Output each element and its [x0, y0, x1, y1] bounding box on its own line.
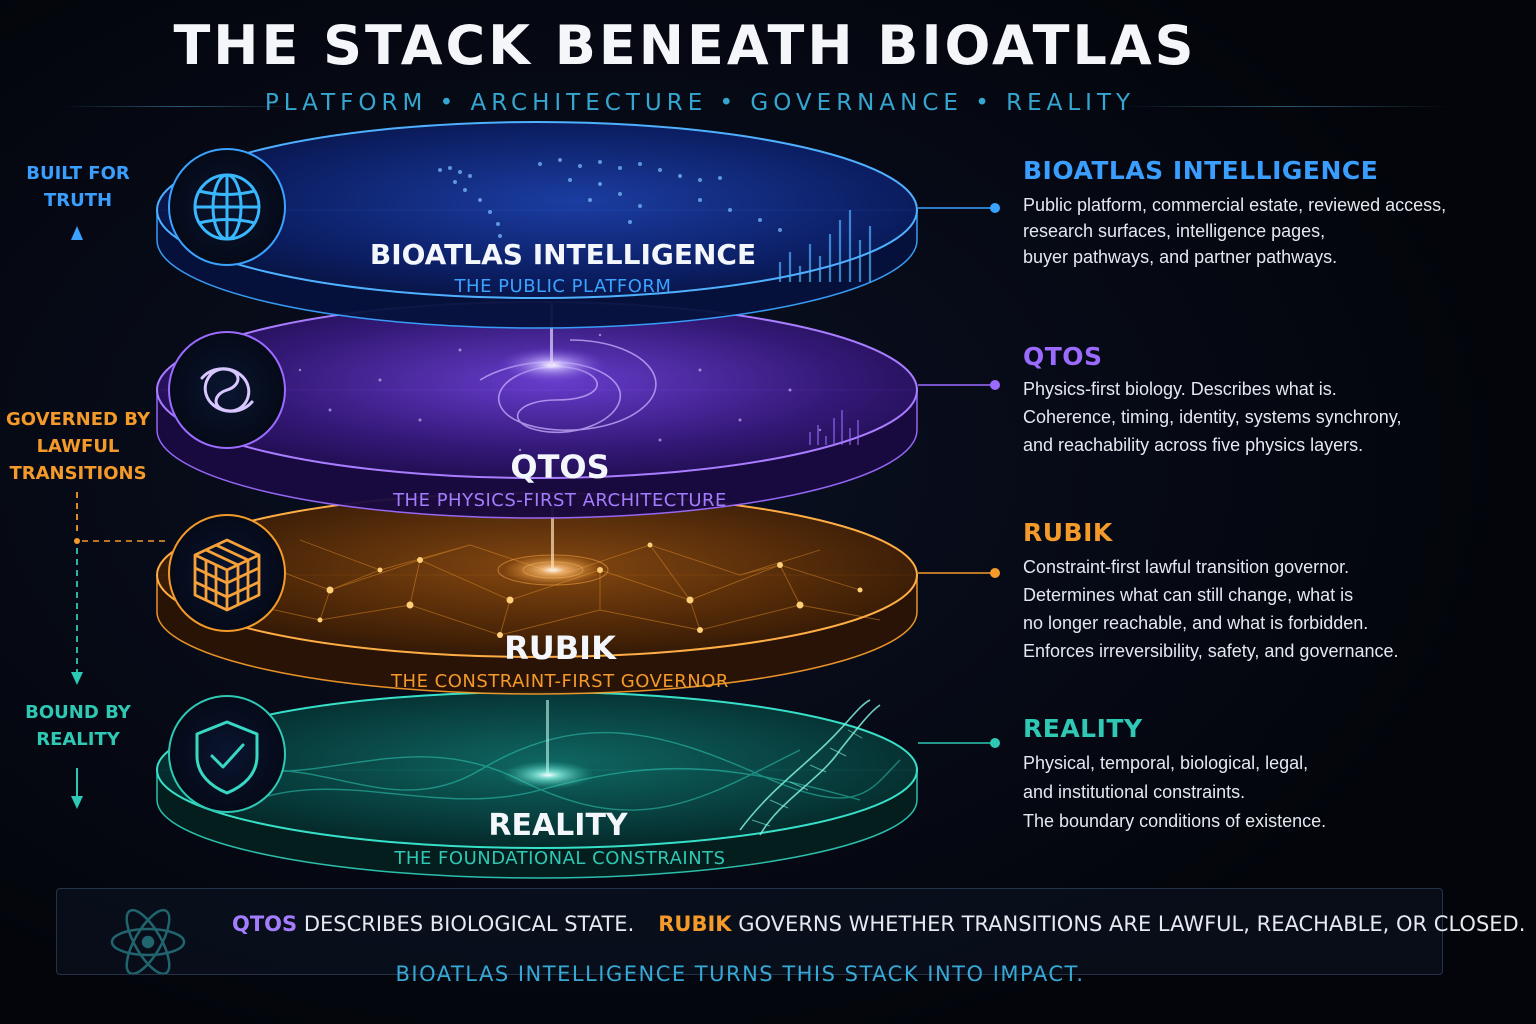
desc-title-rubik: RUBIK: [1023, 518, 1113, 547]
desc-title-qtos: QTOS: [1023, 342, 1103, 371]
desc-line: and institutional constraints.: [1023, 782, 1245, 803]
page-subtitle: PLATFORM • ARCHITECTURE • GOVERNANCE • R…: [0, 90, 1400, 116]
desc-line: Physical, temporal, biological, legal,: [1023, 753, 1308, 774]
desc-line: no longer reachable, and what is forbidd…: [1023, 613, 1368, 634]
layer-name-bioatlas: BIOATLAS INTELLIGENCE: [363, 238, 763, 271]
footer-qtos: QTOS: [232, 912, 297, 936]
desc-line: The boundary conditions of existence.: [1023, 811, 1326, 832]
footer-rubik-rest: GOVERNS WHETHER TRANSITIONS ARE LAWFUL, …: [732, 912, 1526, 936]
desc-line: Coherence, timing, identity, systems syn…: [1023, 407, 1401, 428]
desc-line: Constraint-first lawful transition gover…: [1023, 557, 1349, 578]
cube-icon: [195, 540, 259, 610]
desc-title-bioatlas: BIOATLAS INTELLIGENCE: [1023, 156, 1378, 185]
globe-icon: [195, 175, 259, 239]
layer-tag-reality: THE FOUNDATIONAL CONSTRAINTS: [330, 848, 790, 869]
layer-tag-qtos: THE PHYSICS-FIRST ARCHITECTURE: [340, 490, 780, 511]
desc-title-reality: REALITY: [1023, 714, 1143, 743]
footer-tagline: BIOATLAS INTELLIGENCE TURNS THIS STACK I…: [0, 962, 1480, 986]
desc-line: buyer pathways, and partner pathways.: [1023, 247, 1337, 268]
layer-tag-rubik: THE CONSTRAINT-FIRST GOVERNOR: [330, 671, 790, 692]
desc-line: research surfaces, intelligence pages,: [1023, 221, 1325, 242]
desc-line: Physics-first biology. Describes what is…: [1023, 379, 1337, 400]
layer-tag-bioatlas: THE PUBLIC PLATFORM: [363, 276, 763, 297]
side-label-top: BUILT FOR TRUTH: [0, 160, 156, 214]
desc-line: Enforces irreversibility, safety, and go…: [1023, 641, 1399, 662]
side-label-bottom: BOUND BY REALITY: [0, 699, 156, 753]
page-title: THE STACK BENEATH BIOATLAS: [0, 14, 1370, 77]
layer-name-qtos: QTOS: [360, 448, 760, 486]
desc-line: and reachability across five physics lay…: [1023, 435, 1363, 456]
footer-qtos-rest: DESCRIBES BIOLOGICAL STATE.: [297, 912, 634, 936]
side-label-middle: GOVERNED BY LAWFUL TRANSITIONS: [0, 406, 156, 487]
desc-line: Public platform, commercial estate, revi…: [1023, 195, 1446, 216]
layer-name-rubik: RUBIK: [360, 629, 760, 667]
footer-statement: QTOS DESCRIBES BIOLOGICAL STATE. RUBIK GO…: [232, 912, 1525, 936]
desc-line: Determines what can still change, what i…: [1023, 585, 1353, 606]
footer-rubik: RUBIK: [658, 912, 731, 936]
layer-name-reality: REALITY: [358, 808, 758, 843]
